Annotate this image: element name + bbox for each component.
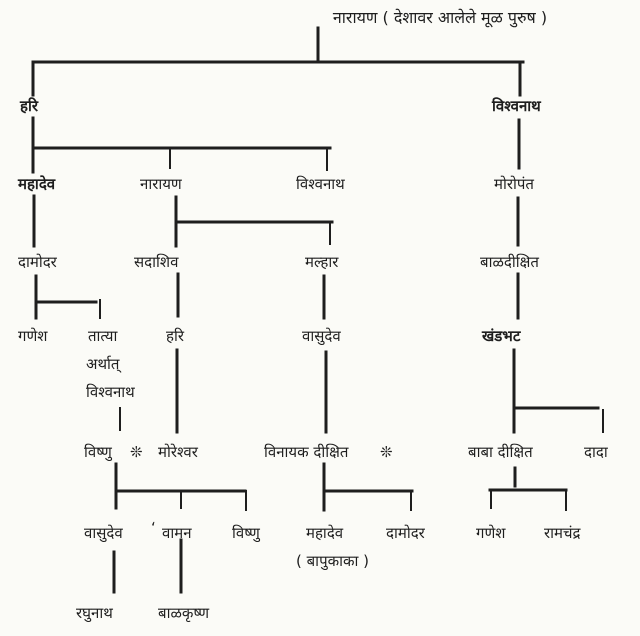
node-vasudev-1: वासुदेव xyxy=(302,327,341,346)
asterisk-mark: ❊ xyxy=(130,443,143,461)
node-vinayak-dikshit: विनायक दीक्षित xyxy=(264,443,349,461)
node-ramchandra: रामचंद्र xyxy=(544,524,582,542)
node-moreshwar: मोरेश्वर xyxy=(158,443,199,461)
tree-nodes: नारायण ( देशावर आलेले मूळ पुरुष ) हरि वि… xyxy=(17,8,609,623)
node-vaman: वामन xyxy=(162,524,192,542)
node-damodar-2: दामोदर xyxy=(386,524,426,542)
tick-mark: ʻ xyxy=(151,519,156,537)
node-mahadev-1: महादेव xyxy=(17,175,56,193)
node-vishnu-1: विष्णु xyxy=(84,443,113,462)
node-raghunath: रघुनाथ xyxy=(76,604,113,623)
node-moropant: मोरोपंत xyxy=(494,175,534,193)
node-damodar-1: दामोदर xyxy=(18,253,58,271)
node-vasudev-2: वासुदेव xyxy=(84,524,123,543)
node-hari-2: हरि xyxy=(166,327,185,345)
node-malhar: मल्हार xyxy=(305,253,339,271)
node-hari-1: हरि xyxy=(19,97,39,115)
node-ganesh-2: गणेश xyxy=(476,524,506,542)
node-tatya-line3: विश्वनाथ xyxy=(86,383,135,401)
asterisk-mark: ❊ xyxy=(380,443,393,461)
node-narayan-2: नारायण xyxy=(140,175,183,193)
node-baba-dikshit: बाबा दीक्षित xyxy=(468,443,533,461)
node-dada: दादा xyxy=(584,443,609,461)
node-vishnu-2: विष्णु xyxy=(232,524,261,543)
node-root: नारायण ( देशावर आलेले मूळ पुरुष ) xyxy=(333,8,547,28)
node-balkrishna: बाळकृष्ण xyxy=(158,604,210,623)
tree-connectors xyxy=(31,26,604,594)
node-bapukaka: ( बापुकाका ) xyxy=(296,552,369,571)
node-tatya-line2: अर्थात् xyxy=(86,355,121,373)
node-tatya-line1: तात्या xyxy=(88,327,118,345)
node-khandbhat: खंडभट xyxy=(481,327,522,345)
node-baldikshit: बाळदीक्षित xyxy=(480,253,539,271)
node-mahadev-2: महादेव xyxy=(306,524,344,542)
node-ganesh-1: गणेश xyxy=(18,327,48,345)
node-vishwanath-1: विश्वनाथ xyxy=(491,97,542,115)
node-vishwanath-2: विश्वनाथ xyxy=(296,175,345,193)
node-sadashiv: सदाशिव xyxy=(134,253,179,271)
